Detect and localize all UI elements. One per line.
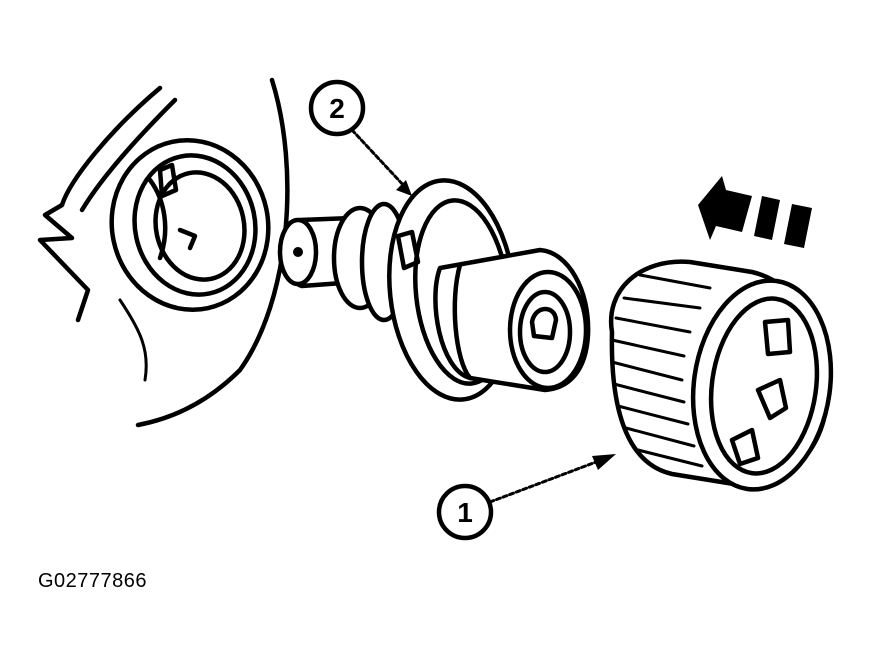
callout-2-label: 2 (329, 93, 345, 124)
engine-housing (37, 77, 290, 428)
callout-2: 2 (308, 79, 412, 196)
mounting-bore (109, 138, 271, 312)
sensor (277, 178, 591, 402)
callout-1-label: 1 (457, 497, 473, 528)
callout-1: 1 (436, 454, 616, 541)
direction-arrows (698, 176, 812, 248)
figure-id-label: G02777866 (38, 570, 148, 592)
connector (608, 259, 834, 492)
